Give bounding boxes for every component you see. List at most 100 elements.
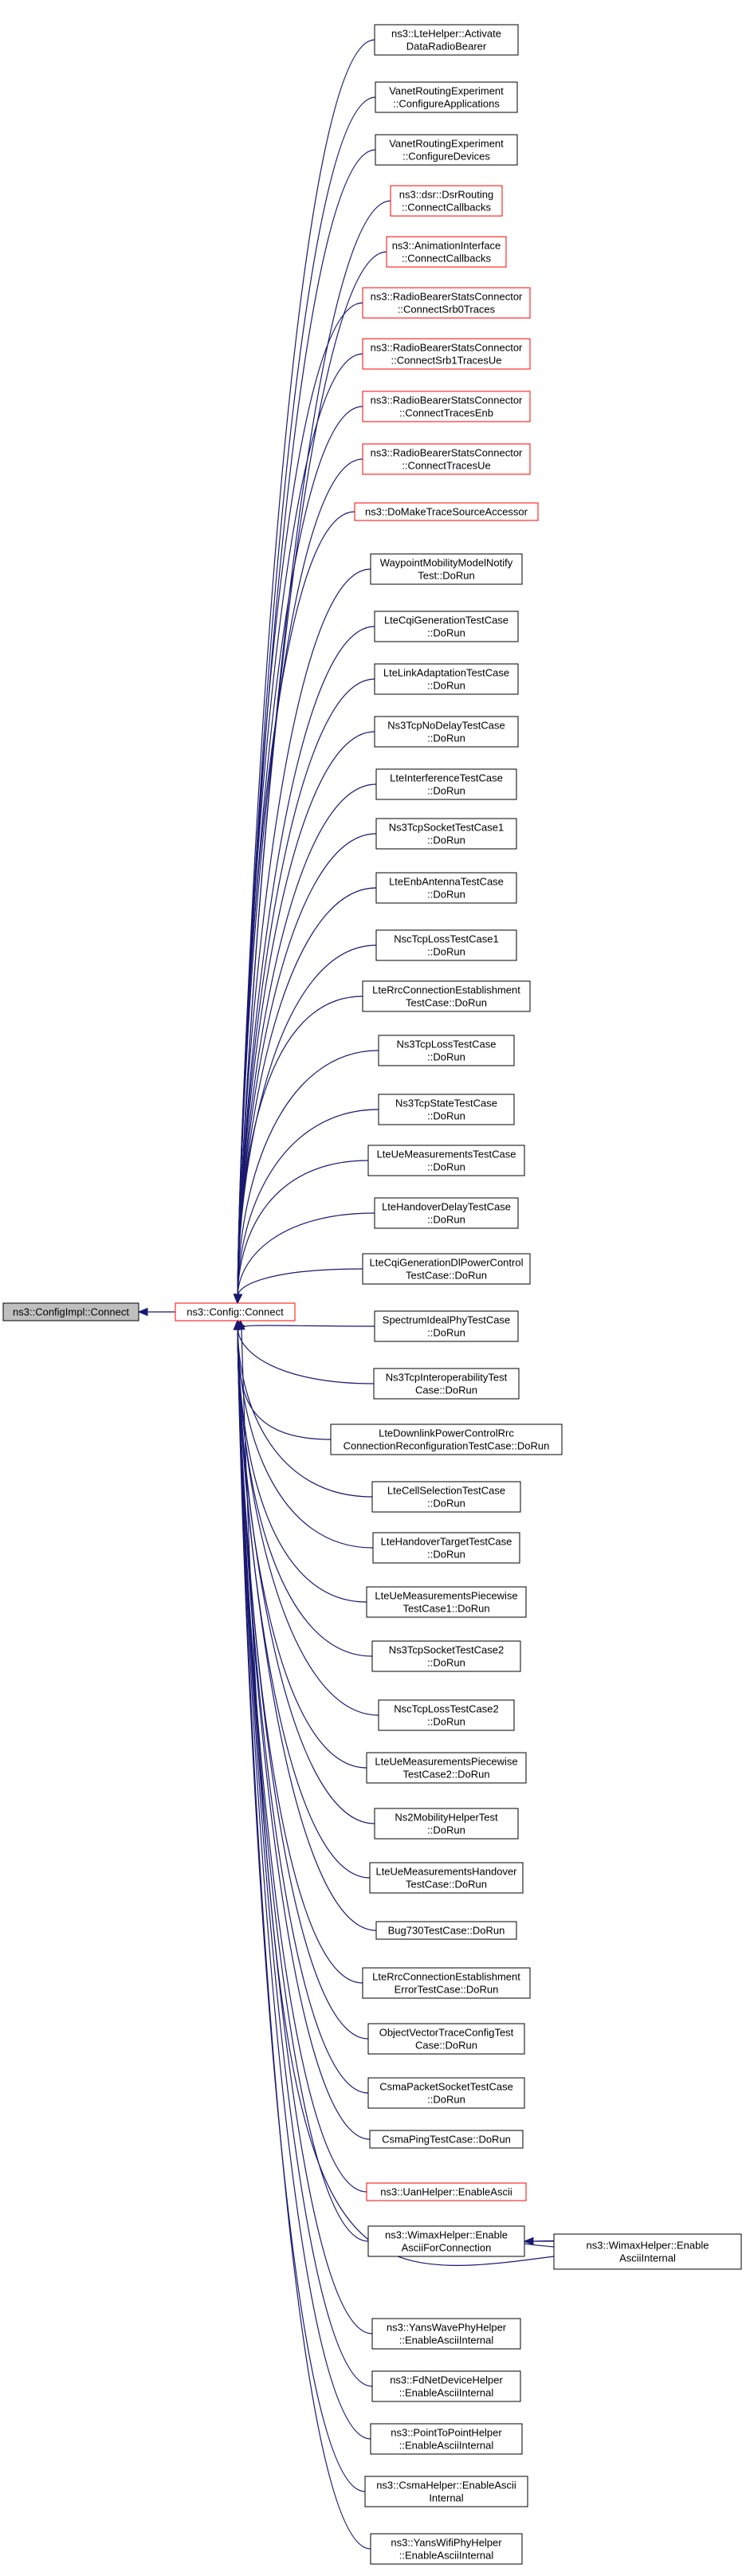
node-caller-n41-label-line: ns3::WimaxHelper::Enable: [385, 2229, 508, 2241]
edge-wimax-internal-to-ascii-for-connection-arrowhead: [523, 2236, 534, 2246]
node-caller-n40[interactable]: ns3::UanHelper::EnableAscii: [366, 2182, 527, 2201]
node-caller-n17-box: [375, 929, 517, 961]
node-caller-n25-box: [373, 1368, 520, 1400]
node-caller-n8-label-line: ns3::RadioBearerStatsConnector: [371, 447, 523, 459]
node-caller-n23[interactable]: LteCqiGenerationDlPowerControlTestCase::…: [362, 1253, 531, 1285]
node-caller-n18-label-line: LteRrcConnectionEstablishment: [372, 984, 520, 996]
node-caller-n46[interactable]: ns3::YansWifiPhyHelper::EnableAsciiInter…: [370, 2533, 523, 2565]
node-wimax-enable-ascii-internal[interactable]: ns3::WimaxHelper::EnableAsciiInternal: [553, 2233, 742, 2270]
node-caller-n45[interactable]: ns3::CsmaHelper::EnableAsciiInternal: [364, 2476, 528, 2507]
node-caller-n12-label-line: ::DoRun: [427, 680, 465, 692]
node-config-connect[interactable]: ns3::Config::Connect: [175, 1302, 296, 1321]
node-caller-n26-label-line: ConnectionReconfigurationTestCase::DoRun: [344, 1440, 550, 1452]
node-caller-n20[interactable]: Ns3TcpStateTestCase::DoRun: [378, 1094, 515, 1125]
node-caller-n22[interactable]: LteHandoverDelayTestCase::DoRun: [374, 1197, 519, 1229]
node-caller-n36-box: [362, 1967, 531, 1999]
node-caller-n30[interactable]: Ns3TcpSocketTestCase2::DoRun: [371, 1640, 521, 1672]
nodes-layer: ns3::ConfigImpl::Connect ns3::Config::Con…: [2, 24, 742, 2565]
node-caller-n11-label-line: ::DoRun: [427, 627, 465, 639]
node-caller-n31-box: [378, 1699, 515, 1731]
node-caller-n26[interactable]: LteDownlinkPowerControlRrcConnectionReco…: [330, 1423, 563, 1455]
edge-n24-to-config-connect: [241, 1325, 375, 1329]
node-caller-n6[interactable]: ns3::RadioBearerStatsConnector::ConnectS…: [362, 338, 531, 370]
node-caller-n44-label-line: ns3::PointToPointHelper: [391, 2427, 502, 2439]
node-caller-n29[interactable]: LteUeMeasurementsPiecewiseTestCase1::DoR…: [366, 1586, 527, 1618]
node-caller-n41-label-line: AsciiForConnection: [402, 2242, 492, 2254]
node-caller-n43[interactable]: ns3::FdNetDeviceHelper::EnableAsciiInter…: [371, 2370, 521, 2402]
node-caller-n3[interactable]: ns3::dsr::DsrRouting::ConnectCallbacks: [390, 185, 503, 217]
node-caller-n27[interactable]: LteCellSelectionTestCase::DoRun: [371, 1481, 521, 1513]
node-caller-n4[interactable]: ns3::AnimationInterface::ConnectCallback…: [386, 236, 507, 268]
node-caller-n21-label-line: LteUeMeasurementsTestCase: [377, 1149, 516, 1160]
node-caller-n46-box: [370, 2533, 523, 2565]
node-caller-n28-box: [372, 1532, 520, 1564]
node-caller-n32[interactable]: LteUeMeasurementsPiecewiseTestCase2::DoR…: [366, 1752, 527, 1784]
node-caller-n33[interactable]: Ns2MobilityHelperTest::DoRun: [374, 1808, 519, 1840]
node-caller-n27-box: [371, 1481, 521, 1513]
node-caller-n29-label-line: LteUeMeasurementsPiecewise: [375, 1590, 517, 1602]
node-caller-n38[interactable]: CsmaPacketSocketTestCase::DoRun: [367, 2077, 525, 2109]
node-caller-n2[interactable]: VanetRoutingExperiment::ConfigureDevices: [375, 134, 518, 166]
node-config-impl-connect[interactable]: ns3::ConfigImpl::Connect: [2, 1302, 139, 1321]
node-caller-n31-label-line: ::DoRun: [427, 1716, 465, 1728]
node-caller-n17[interactable]: NscTcpLossTestCase1::DoRun: [375, 929, 517, 961]
node-caller-n14[interactable]: LteInterferenceTestCase::DoRun: [375, 768, 517, 800]
node-caller-n15-label-line: ::DoRun: [427, 834, 465, 846]
node-caller-n17-label-line: NscTcpLossTestCase1: [394, 933, 499, 945]
node-caller-n16-label-line: ::DoRun: [427, 889, 465, 901]
node-caller-n36[interactable]: LteRrcConnectionEstablishmentErrorTestCa…: [362, 1967, 531, 1999]
node-wimax-enable-ascii-internal-label-line: AsciiInternal: [619, 2252, 676, 2264]
node-caller-n10-box: [370, 553, 523, 585]
node-caller-n16-box: [375, 872, 517, 904]
node-caller-n24-label-line: SpectrumIdealPhyTestCase: [383, 1314, 510, 1326]
node-caller-n39-label-line: CsmaPingTestCase::DoRun: [382, 2134, 511, 2146]
node-caller-n5-label-line: ::ConnectSrb0Traces: [398, 304, 496, 316]
node-caller-n12[interactable]: LteLinkAdaptationTestCase::DoRun: [374, 663, 519, 695]
node-caller-n41[interactable]: ns3::WimaxHelper::EnableAsciiForConnecti…: [367, 2225, 525, 2257]
node-caller-n8[interactable]: ns3::RadioBearerStatsConnector::ConnectT…: [362, 443, 531, 475]
node-caller-n9[interactable]: ns3::DoMakeTraceSourceAccessor: [354, 502, 539, 521]
node-caller-n5[interactable]: ns3::RadioBearerStatsConnector::ConnectS…: [362, 287, 531, 319]
node-caller-n39[interactable]: CsmaPingTestCase::DoRun: [369, 2130, 524, 2149]
edge-n35-to-config-connect: [237, 1329, 377, 1931]
node-caller-n45-label-line: Internal: [429, 2492, 463, 2504]
node-caller-n13[interactable]: Ns3TcpNoDelayTestCase::DoRun: [374, 716, 519, 748]
node-caller-n22-label-line: ::DoRun: [427, 1214, 465, 1226]
edge-n17-to-config-connect: [237, 944, 377, 1295]
node-caller-n1-label-line: VanetRoutingExperiment: [389, 85, 504, 97]
node-caller-n11[interactable]: LteCqiGenerationTestCase::DoRun: [374, 611, 519, 642]
node-caller-n7[interactable]: ns3::RadioBearerStatsConnector::ConnectT…: [362, 391, 531, 422]
node-caller-n18[interactable]: LteRrcConnectionEstablishmentTestCase::D…: [362, 980, 531, 1012]
node-caller-n45-label-line: ns3::CsmaHelper::EnableAscii: [376, 2480, 516, 2492]
node-caller-n23-label-line: LteCqiGenerationDlPowerControl: [370, 1257, 524, 1269]
node-caller-n36-label-line: ErrorTestCase::DoRun: [395, 1984, 499, 1996]
node-caller-n28[interactable]: LteHandoverTargetTestCase::DoRun: [372, 1532, 520, 1564]
node-caller-n42[interactable]: ns3::YansWavePhyHelper::EnableAsciiInter…: [371, 2318, 521, 2350]
node-caller-n42-label-line: ::EnableAsciiInternal: [399, 2334, 494, 2346]
node-caller-n1[interactable]: VanetRoutingExperiment::ConfigureApplica…: [375, 81, 518, 113]
node-caller-n1-box: [375, 81, 518, 113]
node-caller-n24[interactable]: SpectrumIdealPhyTestCase::DoRun: [374, 1310, 519, 1342]
node-caller-n15[interactable]: Ns3TcpSocketTestCase1::DoRun: [375, 818, 517, 850]
node-caller-n21-label-line: ::DoRun: [427, 1161, 465, 1173]
node-caller-n31[interactable]: NscTcpLossTestCase2::DoRun: [378, 1699, 515, 1731]
node-caller-n16[interactable]: LteEnbAntennaTestCase::DoRun: [375, 872, 517, 904]
node-caller-n31-label-line: NscTcpLossTestCase2: [394, 1703, 499, 1715]
node-caller-n7-label-line: ns3::RadioBearerStatsConnector: [371, 395, 523, 406]
node-caller-n20-label-line: Ns3TcpStateTestCase: [395, 1098, 497, 1109]
node-caller-n2-box: [375, 134, 518, 166]
node-caller-n19[interactable]: Ns3TcpLossTestCase::DoRun: [378, 1035, 515, 1066]
node-caller-n19-box: [378, 1035, 515, 1066]
node-caller-n19-label-line: ::DoRun: [427, 1051, 465, 1063]
node-caller-n13-box: [374, 716, 519, 748]
edge-n18-to-config-connect: [237, 995, 363, 1295]
node-caller-n40-label-line: ns3::UanHelper::EnableAscii: [380, 2186, 512, 2198]
node-caller-n35[interactable]: Bug730TestCase::DoRun: [375, 1921, 517, 1940]
node-caller-n44[interactable]: ns3::PointToPointHelper::EnableAsciiInte…: [370, 2423, 523, 2455]
node-caller-n21[interactable]: LteUeMeasurementsTestCase::DoRun: [367, 1145, 525, 1176]
